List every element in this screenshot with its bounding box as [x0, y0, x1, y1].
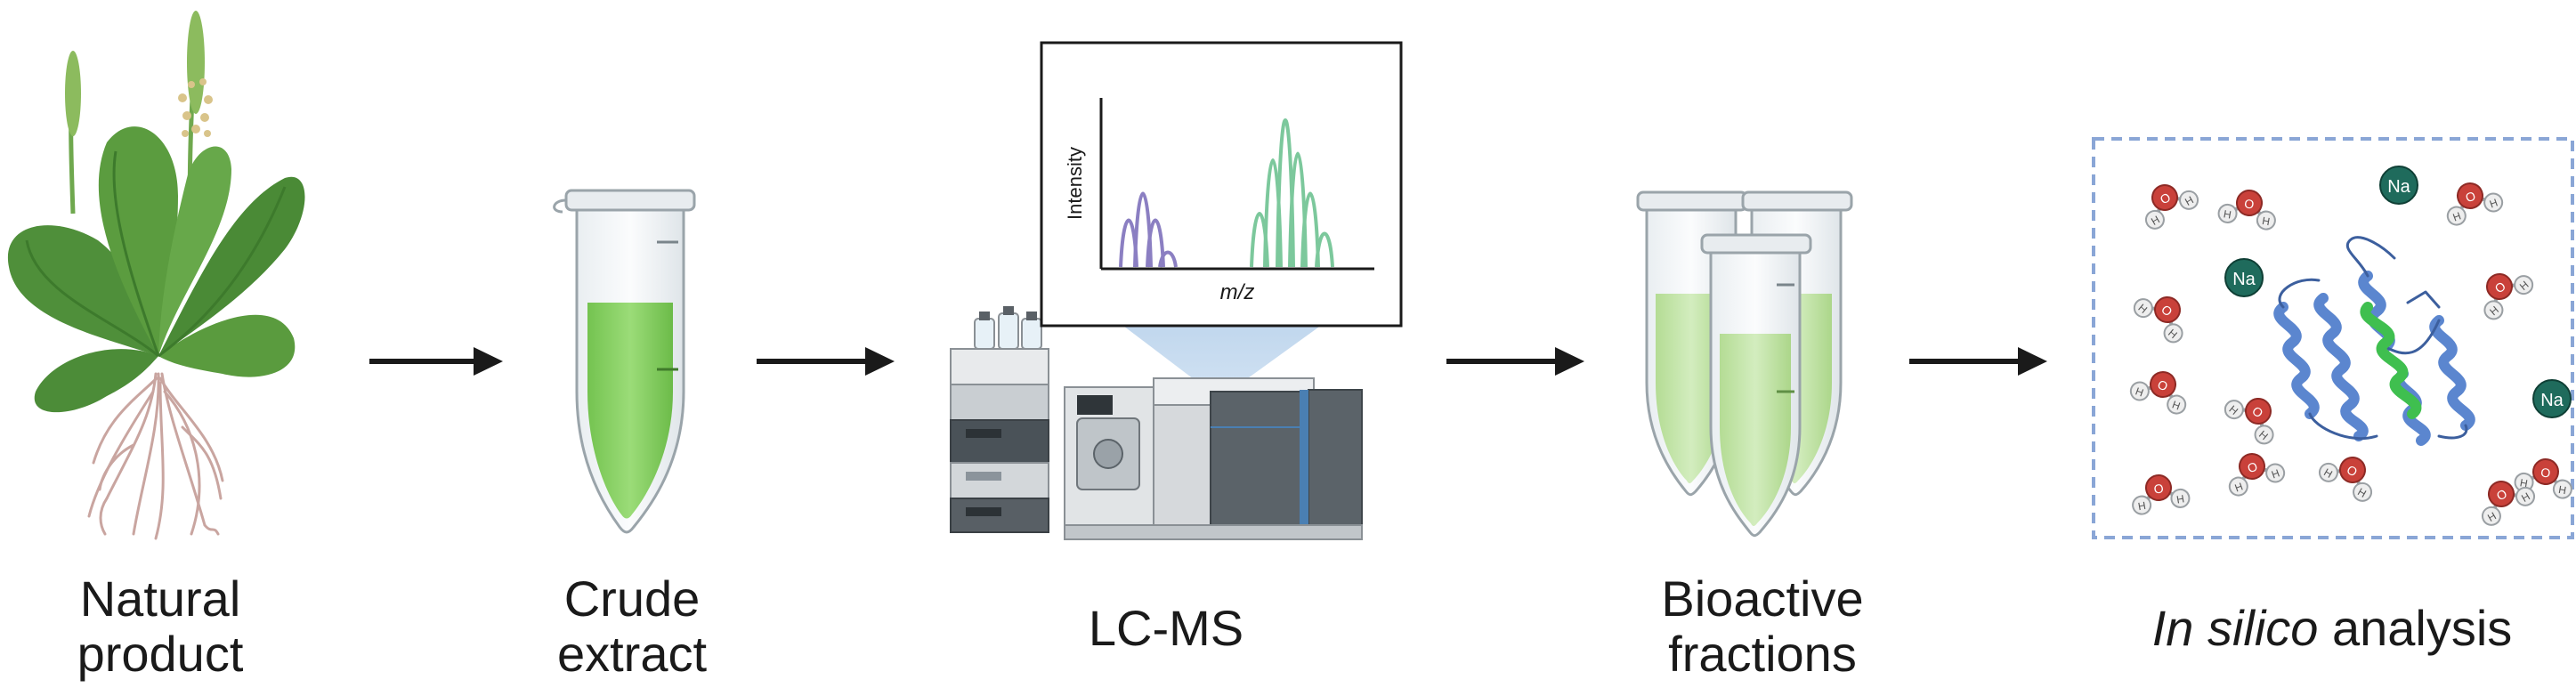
flow-arrows [369, 347, 2047, 376]
oxygen-label: O [2540, 465, 2552, 481]
sodium-label: Na [2387, 177, 2410, 197]
hydrogen-label: H [2557, 483, 2567, 497]
arrow-2 [757, 347, 895, 376]
arrow-3 [1446, 347, 1584, 376]
water-molecule: OHH [2133, 296, 2183, 344]
water-molecule: OHH [2318, 457, 2373, 502]
tube-cap [564, 189, 696, 212]
plant-roots [87, 372, 224, 540]
label-bioactive-fractions-line1: Bioactive [1661, 571, 1864, 627]
extract-tube [553, 189, 696, 534]
plant-illustration [7, 11, 305, 540]
water-molecule: OH H [2217, 190, 2276, 231]
label-crude-extract-line2: extract [556, 626, 708, 682]
arrow-4 [1909, 347, 2047, 376]
label-lcms-line1: LC-MS [1088, 600, 1244, 656]
flower-blossoms [178, 78, 213, 137]
sodium-label: Na [2540, 391, 2564, 410]
fraction-tubes [1636, 190, 1853, 538]
spectrum-peak [1300, 191, 1320, 268]
peptide-helix [2360, 302, 2422, 419]
sodium-label: Na [2232, 270, 2256, 289]
spectrum-peak [1158, 250, 1178, 268]
water-molecule: OHH [2228, 453, 2286, 497]
label-crude-extract-line1: Crude [563, 571, 701, 627]
extract-liquid [587, 303, 673, 519]
label-in-silico-italic: In silico [2151, 600, 2319, 656]
hydrogen-label: H [2175, 492, 2185, 506]
label-lcms: LC-MS [1050, 601, 1282, 656]
label-natural-product: Natural product [36, 571, 285, 682]
oxygen-label: O [2245, 459, 2259, 476]
water-molecule: OHH [2224, 398, 2274, 445]
flower-spike [187, 11, 205, 114]
mass-spectrometer [1064, 377, 1363, 540]
spectrum-peak [1315, 231, 1334, 268]
label-natural-product-line2: product [77, 626, 244, 682]
oxygen-label: O [2152, 481, 2165, 497]
water-molecule: OHH [2481, 481, 2536, 526]
sodium-ion: Na [2379, 166, 2418, 205]
water-molecule: OH H [2132, 474, 2191, 515]
water-molecule: OHH [2144, 184, 2199, 230]
water-molecule: OHH [2483, 273, 2534, 320]
hydrogen-label: H [2137, 499, 2147, 513]
hydrogen-label: H [2223, 207, 2232, 221]
arrow-1 [369, 347, 503, 376]
spectrum-x-label: m/z [1220, 280, 1255, 304]
plant-leaves [7, 126, 305, 413]
label-bioactive-fractions: Bioactive fractions [1620, 571, 1905, 682]
label-in-silico-rest: analysis [2318, 600, 2513, 656]
fraction-tube-front [1700, 233, 1812, 538]
hydrogen-label: H [2519, 476, 2529, 490]
oxygen-label: O [2243, 196, 2256, 212]
spectrum-peaks [1119, 118, 1334, 268]
water-molecule: OHH [2129, 371, 2187, 415]
spectrum-y-label: Intensity [1064, 147, 1086, 220]
water-molecule: OHH [2446, 182, 2504, 226]
protein-structure [2273, 236, 2475, 446]
label-in-silico-analysis: In silico analysis [2110, 601, 2555, 656]
sodium-ion: Na [2532, 379, 2572, 418]
oxygen-label: O [2463, 189, 2477, 206]
spectrum-inset: Intensity m/z [1040, 41, 1403, 328]
hplc-stack [950, 306, 1049, 533]
sodium-ion: Na [2224, 258, 2264, 297]
hydrogen-label: H [2261, 214, 2271, 228]
label-crude-extract: Crude extract [507, 571, 757, 682]
water-molecule: OH H [2514, 458, 2572, 499]
label-natural-product-line1: Natural [79, 571, 241, 627]
flower-spike [65, 51, 81, 136]
spectrum-peak [1146, 218, 1165, 268]
label-bioactive-fractions-line2: fractions [1668, 626, 1857, 682]
oxygen-label: O [2156, 377, 2170, 394]
